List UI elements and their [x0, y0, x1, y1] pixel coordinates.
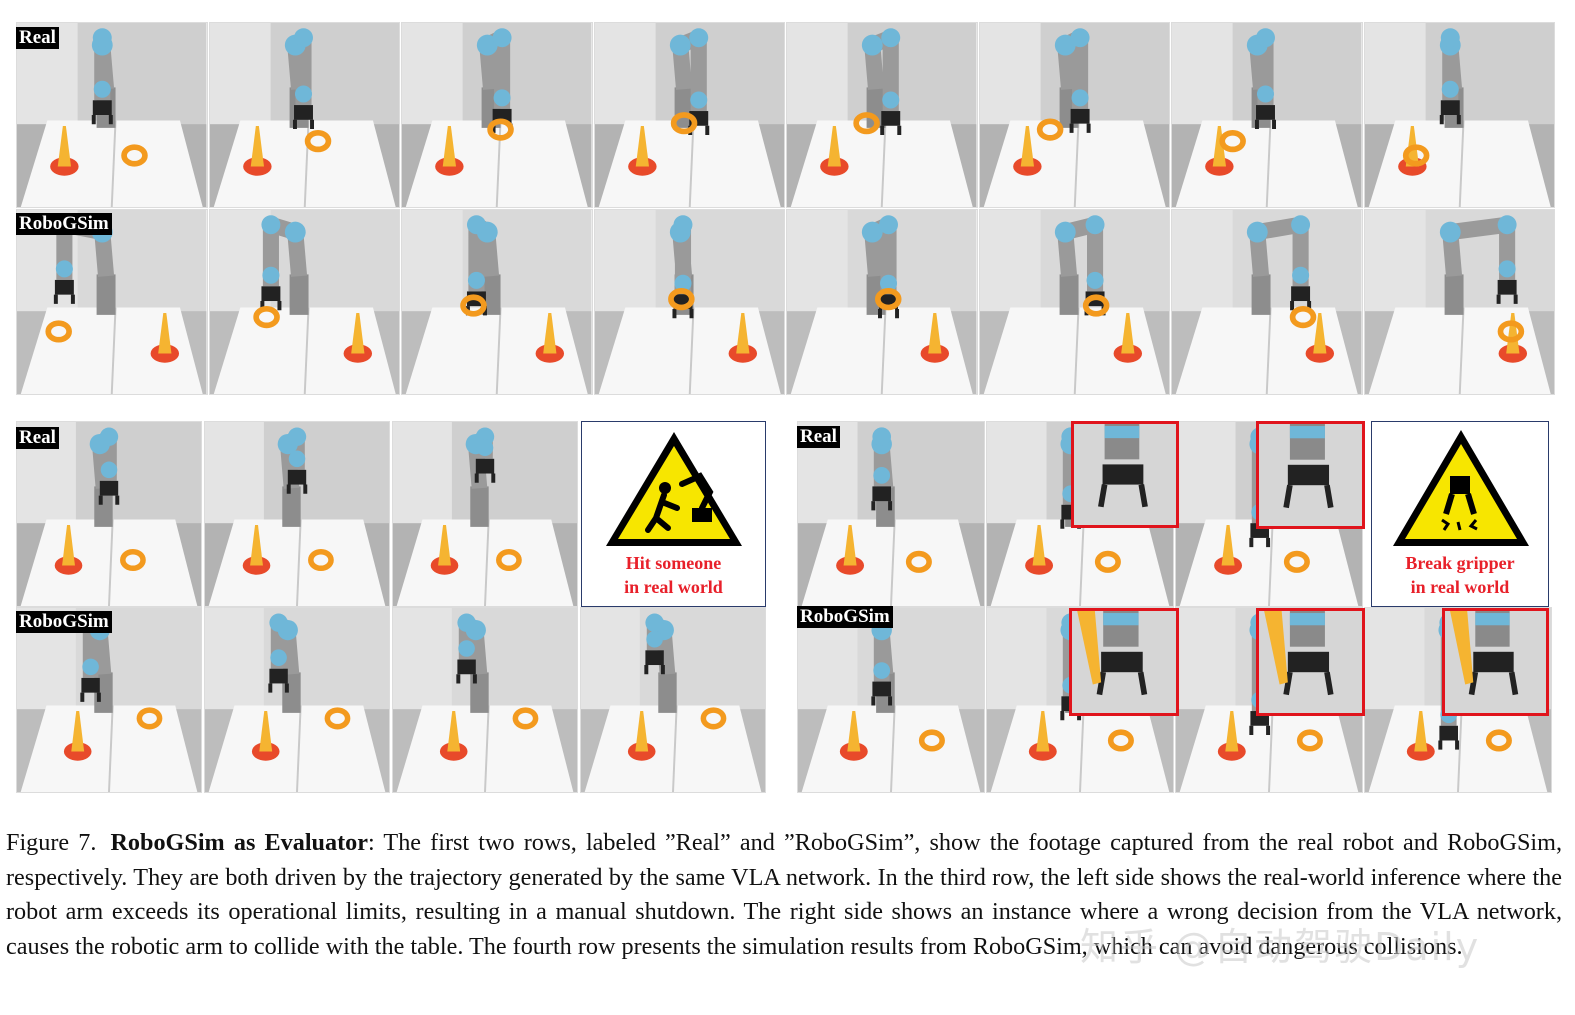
warning-panel-hit-someone: Hit someone in real world — [581, 421, 766, 607]
gripper-zoom-highlight-real-2 — [1256, 421, 1365, 529]
robogsim-frame-2 — [208, 209, 400, 395]
gripper-zoom-highlight-sim-1 — [1069, 608, 1179, 716]
real-frame-2 — [208, 22, 400, 208]
caption-title: RoboGSim as Evaluator — [110, 829, 368, 856]
warning-panel-break-gripper: Break gripper in real world — [1371, 421, 1549, 607]
row-label-real-bottom-right: Real — [797, 426, 840, 448]
row-label-robogsim-bottom-left: RoboGSim — [16, 611, 112, 633]
robogsim-frame-4 — [593, 209, 785, 395]
robogsim-frame-br-1 — [797, 607, 985, 793]
robogsim-frame-3 — [401, 209, 593, 395]
row-label-robogsim-top: RoboGSim — [16, 213, 112, 235]
real-frame-bl-3 — [392, 421, 578, 607]
robogsim-frame-bl-4 — [580, 607, 766, 793]
real-frame-6 — [978, 22, 1170, 208]
robogsim-frame-bl-1 — [16, 607, 202, 793]
real-frame-4 — [593, 22, 785, 208]
figure-caption: Figure 7. RoboGSim as Evaluator: The firs… — [6, 826, 1562, 964]
real-frame-8 — [1363, 22, 1555, 208]
row-label-robogsim-bottom-right: RoboGSim — [797, 606, 893, 628]
person-hit-by-robot-icon — [606, 432, 742, 546]
robogsim-frame-6 — [978, 209, 1170, 395]
watermark: 知乎 @自动驾驶Daily — [1080, 925, 1481, 969]
row-label-real-top: Real — [16, 27, 59, 49]
robogsim-frame-bl-2 — [204, 607, 390, 793]
robogsim-frame-bl-3 — [392, 607, 578, 793]
gripper-zoom-highlight-real-1 — [1071, 421, 1179, 528]
figure-number: Figure 7. — [6, 829, 97, 856]
robogsim-frame-8 — [1363, 209, 1555, 395]
gripper-zoom-highlight-sim-2 — [1256, 608, 1365, 716]
broken-gripper-icon — [1393, 430, 1529, 546]
real-frame-1 — [16, 22, 208, 208]
warning-text-line1: Break gripper — [1405, 553, 1515, 573]
real-frame-7 — [1171, 22, 1363, 208]
gripper-zoom-highlight-sim-3 — [1442, 608, 1549, 716]
caption-text: : The first two rows, labeled ”Real” and… — [6, 829, 1562, 960]
warning-text-line2: in real world — [624, 577, 723, 597]
robogsim-frame-5 — [786, 209, 978, 395]
robogsim-frame-1 — [16, 209, 208, 395]
warning-text-line1: Hit someone — [625, 553, 722, 573]
real-frame-bl-2 — [204, 421, 390, 607]
real-frame-3 — [401, 22, 593, 208]
real-frame-bl-1 — [16, 421, 202, 607]
real-frame-br-1 — [797, 421, 985, 607]
real-frame-5 — [786, 22, 978, 208]
warning-text-line2: in real world — [1410, 577, 1510, 597]
robogsim-frame-7 — [1171, 209, 1363, 395]
row-label-real-bottom-left: Real — [16, 427, 59, 449]
